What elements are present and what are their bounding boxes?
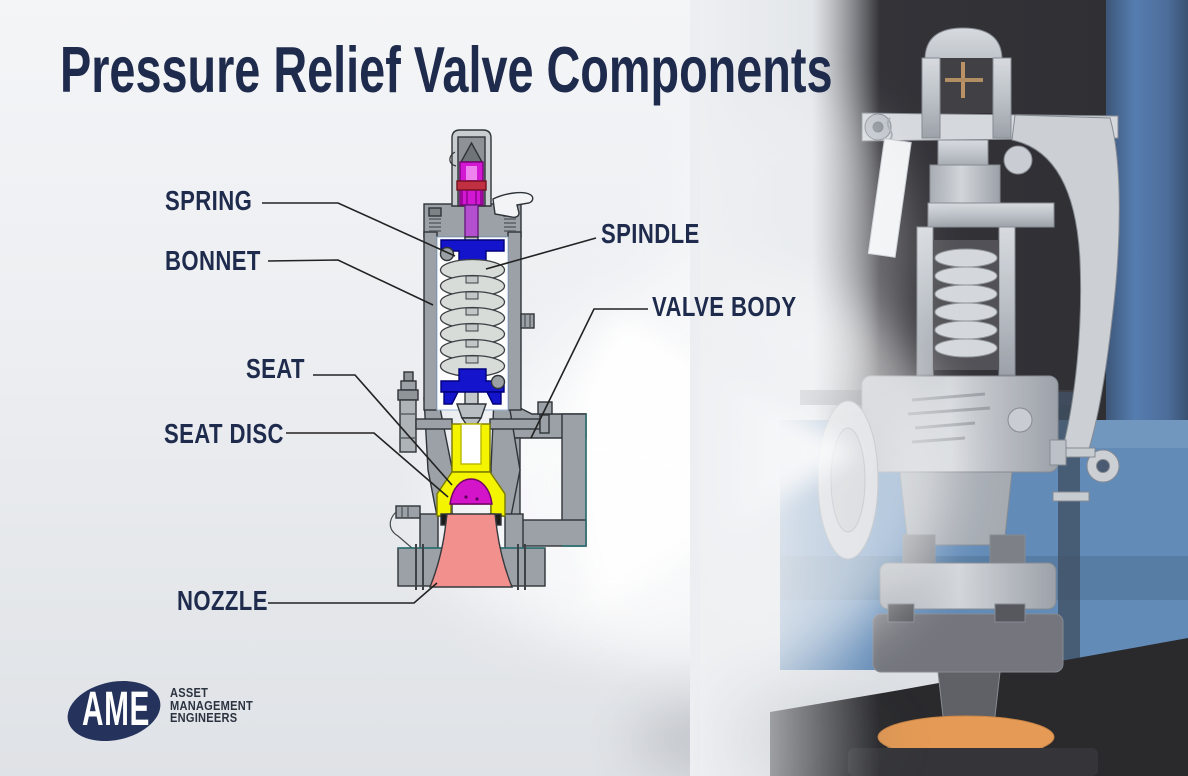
valve-cross-section (389, 129, 587, 590)
leader-lines (262, 202, 648, 604)
diagram-spring (439, 258, 506, 378)
bonnet-side-plug (520, 313, 535, 329)
leader-line-valve-body (530, 308, 648, 439)
photo-handle-pivot (1003, 145, 1033, 175)
photo-bonnet-plate (927, 202, 1055, 228)
valve-photo (428, 0, 1188, 776)
bonnet-bolt-left (428, 207, 442, 232)
diagram-seat-disc (449, 478, 493, 505)
diagram-cap (449, 129, 534, 218)
photo-fitting-boss (1049, 439, 1067, 466)
cap-seal-wire (449, 151, 457, 167)
photo-body-boss (1007, 407, 1033, 433)
photo-spring-coils (934, 248, 998, 358)
leader-line-spindle (485, 237, 597, 270)
diagram-vent-lever (492, 191, 534, 218)
leader-line-seat (313, 374, 453, 486)
leader-line-seat-disc (286, 432, 449, 498)
diagram-nozzle (428, 513, 514, 588)
leader-line-spring (262, 202, 456, 257)
leader-line-nozzle (268, 582, 438, 604)
photo-milky-overlay (700, 0, 1188, 776)
photo-bolt-b (887, 603, 915, 623)
photo-bolt-a (994, 603, 1026, 623)
photo-lever-ring-hole (1096, 459, 1110, 473)
photo-yoke-window (940, 58, 993, 113)
photo-yoke-right (992, 57, 1012, 139)
leader-line-bonnet (267, 259, 434, 306)
photo-tag-wire (886, 117, 893, 142)
diagram-bottom-washer (440, 368, 506, 405)
photo-dark-base (848, 748, 1098, 776)
photo-yoke-left (921, 57, 941, 139)
photo-fitting-2 (1052, 491, 1090, 502)
photo-left-fade (690, 0, 880, 776)
